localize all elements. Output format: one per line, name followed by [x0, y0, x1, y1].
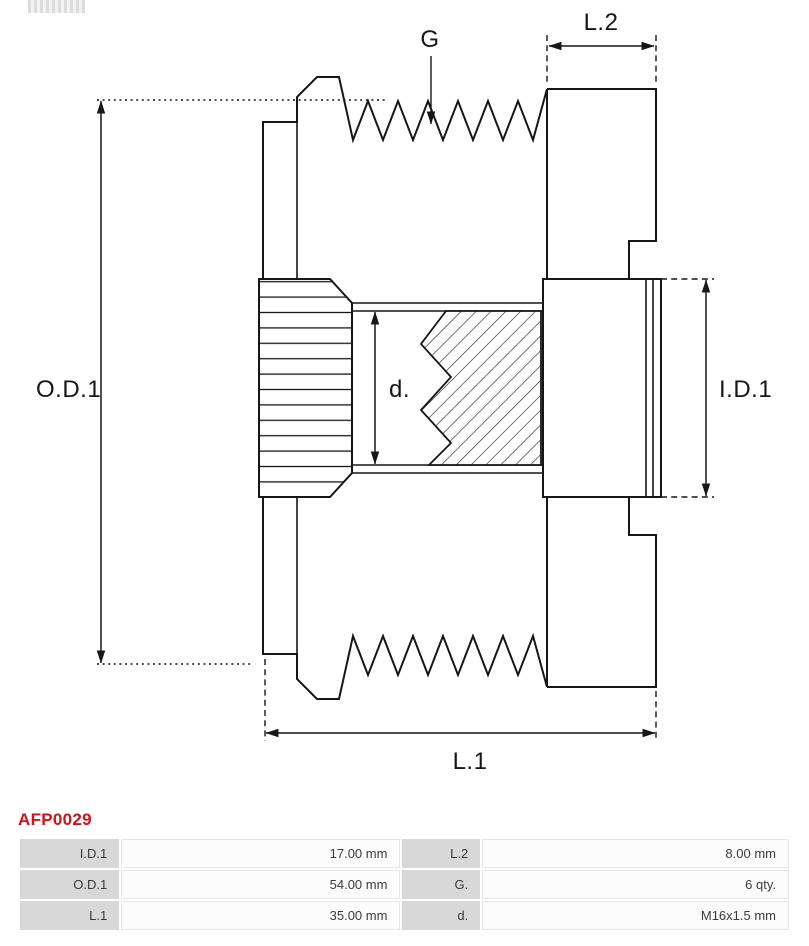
dim-label-id1: I.D.1: [719, 376, 772, 403]
dim-g: G: [420, 26, 439, 125]
spec-value: 17.00 mm: [121, 839, 401, 868]
pulley-cross-section-svg: O.D.1 I.D.1 L.2 G: [36, 9, 772, 775]
dim-label-od1: O.D.1: [36, 376, 101, 403]
technical-drawing: O.D.1 I.D.1 L.2 G: [36, 9, 772, 775]
spec-value: 54.00 mm: [121, 870, 401, 899]
dim-label-g: G: [420, 26, 439, 53]
dim-label-l1: L.1: [453, 748, 488, 775]
shaft-cylinder: [542, 278, 662, 498]
dim-od1: O.D.1: [36, 99, 385, 665]
part-number: AFP0029: [18, 810, 92, 829]
spec-table: I.D.1 17.00 mm L.2 8.00 mm O.D.1 54.00 m…: [18, 837, 791, 932]
right-flange: [547, 88, 657, 688]
dim-label-d: d.: [389, 376, 410, 403]
dim-l1: L.1: [264, 659, 657, 775]
spec-row: O.D.1 54.00 mm G. 6 qty.: [20, 870, 789, 899]
thread-section: [419, 310, 542, 466]
hub-spline-section: [258, 278, 353, 498]
spec-row: L.1 35.00 mm d. M16x1.5 mm: [20, 901, 789, 930]
spec-label: O.D.1: [20, 870, 120, 899]
brand-watermark: [28, 0, 85, 13]
dim-d: d.: [370, 311, 410, 465]
spec-value: 35.00 mm: [121, 901, 401, 930]
spec-label: I.D.1: [20, 839, 120, 868]
spec-label: d.: [402, 901, 481, 930]
spec-value: 6 qty.: [482, 870, 789, 899]
dim-l2: L.2: [546, 9, 657, 86]
spec-value: M16x1.5 mm: [482, 901, 789, 930]
spec-label: L.1: [20, 901, 120, 930]
spec-label: L.2: [402, 839, 481, 868]
spec-label: G.: [402, 870, 481, 899]
spec-value: 8.00 mm: [482, 839, 789, 868]
dim-label-l2: L.2: [584, 9, 619, 36]
spec-row: I.D.1 17.00 mm L.2 8.00 mm: [20, 839, 789, 868]
dim-id1: I.D.1: [661, 278, 772, 498]
